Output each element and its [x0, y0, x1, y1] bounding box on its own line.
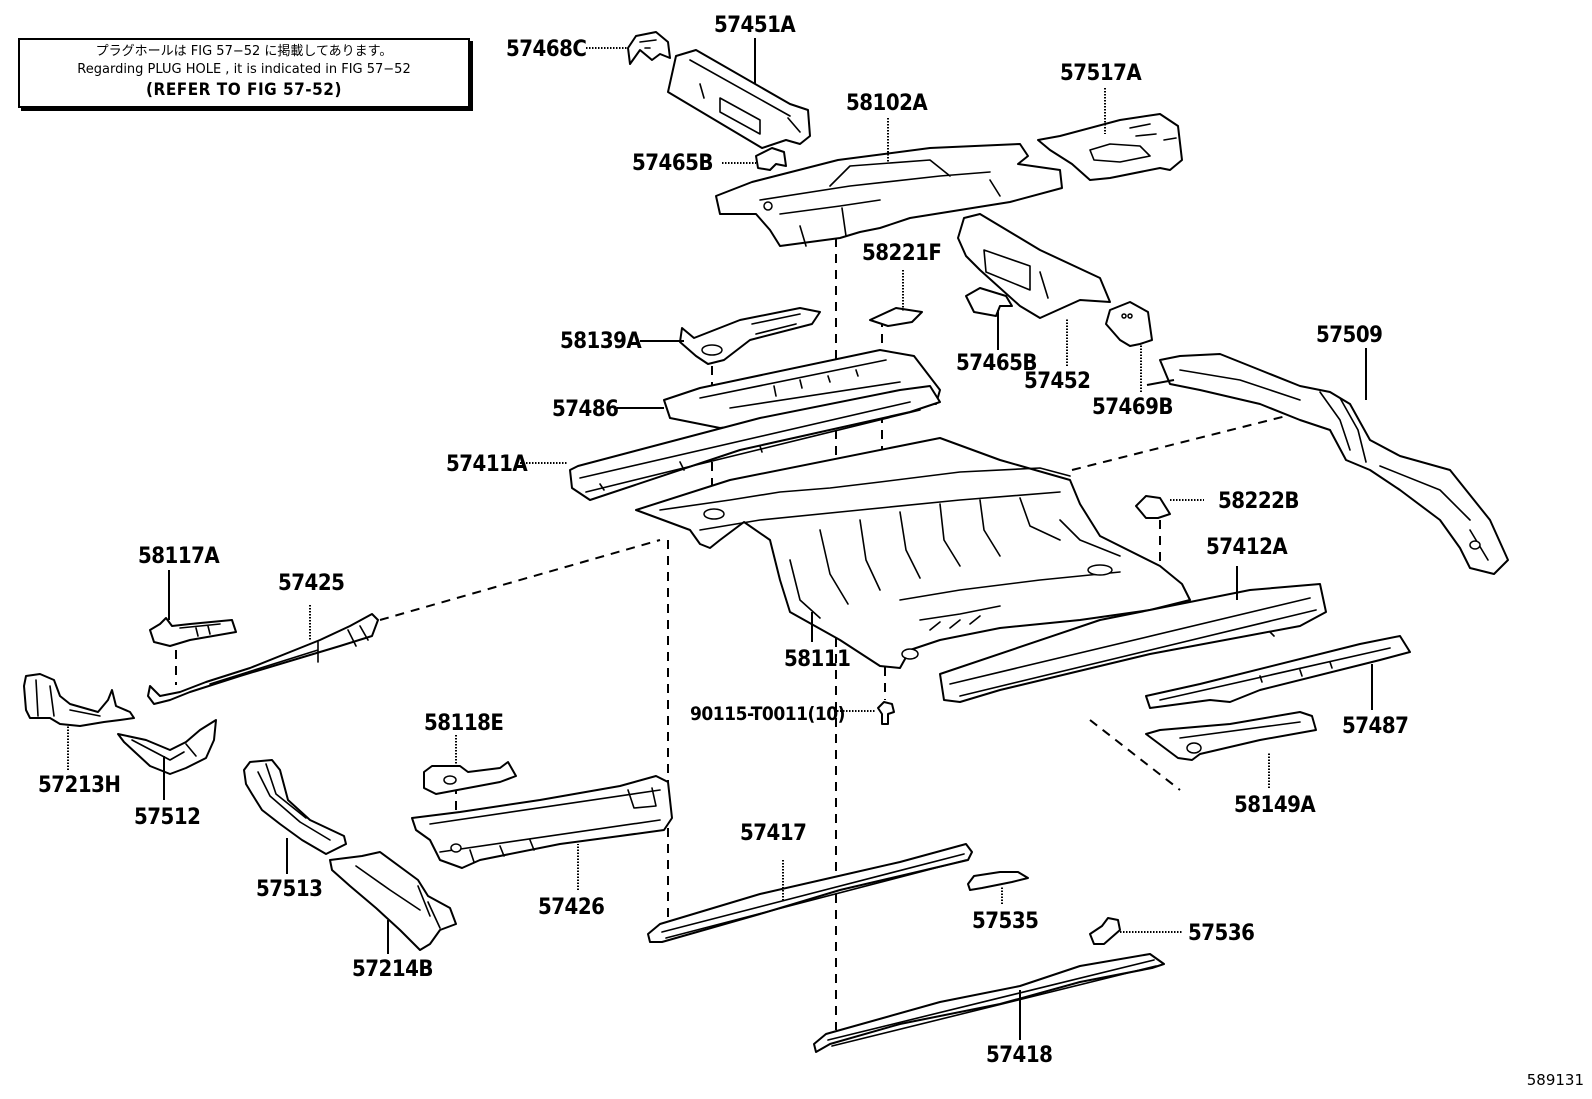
label-57452[interactable]: 57452 — [1024, 369, 1091, 394]
part-57513[interactable] — [243, 759, 347, 855]
part-57469B[interactable] — [1105, 301, 1153, 347]
part-57214B[interactable] — [329, 851, 457, 951]
label-57213H[interactable]: 57213H — [38, 773, 121, 798]
label-57509[interactable]: 57509 — [1316, 323, 1383, 348]
note-japanese: プラグホールは FIG 57−52 に掲載してあります。 — [95, 44, 393, 59]
part-57452[interactable] — [957, 213, 1111, 319]
part-58139A[interactable] — [679, 307, 821, 365]
label-57468C[interactable]: 57468C — [506, 37, 587, 62]
part-57426[interactable] — [411, 775, 673, 869]
part-58149A[interactable] — [1145, 711, 1317, 761]
label-57487[interactable]: 57487 — [1342, 714, 1409, 739]
part-57417[interactable] — [647, 843, 973, 943]
part-58102A[interactable] — [715, 143, 1063, 247]
part-57425[interactable] — [147, 613, 379, 705]
label-57465B-mid[interactable]: 57465B — [956, 351, 1037, 376]
part-57411A[interactable] — [569, 385, 941, 501]
label-57451A[interactable]: 57451A — [714, 13, 797, 38]
part-57465B-top[interactable] — [755, 147, 787, 171]
part-57512[interactable] — [117, 719, 217, 775]
part-57465B-mid[interactable] — [965, 287, 1013, 317]
figure-id: 589131 — [1526, 1071, 1584, 1089]
label-58118E[interactable]: 58118E — [424, 711, 504, 736]
part-58118E[interactable] — [423, 761, 517, 795]
label-58221F[interactable]: 58221F — [862, 241, 942, 266]
label-57214B[interactable]: 57214B — [352, 957, 433, 982]
label-57411A[interactable]: 57411A — [446, 452, 529, 477]
note-english: Regarding PLUG HOLE , it is indicated in… — [77, 62, 411, 77]
note-reference[interactable]: (REFER TO FIG 57-52) — [146, 80, 342, 100]
leader-lines — [67, 38, 1373, 1040]
part-57535[interactable] — [967, 871, 1029, 891]
part-57451A[interactable] — [667, 49, 811, 149]
part-58117A[interactable] — [149, 617, 237, 647]
plug-hole-note: プラグホールは FIG 57−52 に掲載してあります。 Regarding P… — [18, 38, 470, 108]
label-57512[interactable]: 57512 — [134, 805, 201, 830]
label-57513[interactable]: 57513 — [256, 877, 323, 902]
part-57487[interactable] — [1145, 635, 1411, 709]
label-90115-T0011[interactable]: 90115-T0011(10) — [690, 703, 845, 725]
part-57412A[interactable] — [939, 583, 1327, 703]
part-57509[interactable] — [1159, 353, 1509, 575]
part-90115-bolt[interactable] — [877, 701, 895, 725]
label-58222B[interactable]: 58222B — [1218, 489, 1299, 514]
label-57412A[interactable]: 57412A — [1206, 535, 1289, 560]
part-58111[interactable] — [635, 437, 1191, 669]
label-57535[interactable]: 57535 — [972, 909, 1039, 934]
part-57536[interactable] — [1089, 917, 1121, 945]
part-58221F[interactable] — [869, 307, 923, 327]
label-57417[interactable]: 57417 — [740, 821, 807, 846]
part-57468C[interactable] — [627, 31, 671, 65]
label-57517A[interactable]: 57517A — [1060, 61, 1143, 86]
part-57213H[interactable] — [23, 673, 135, 727]
label-58111[interactable]: 58111 — [784, 647, 851, 672]
label-58139A[interactable]: 58139A — [560, 329, 643, 354]
label-57469B[interactable]: 57469B — [1092, 395, 1173, 420]
label-57418[interactable]: 57418 — [986, 1043, 1053, 1068]
label-58149A[interactable]: 58149A — [1234, 793, 1317, 818]
label-57465B-top[interactable]: 57465B — [632, 151, 713, 176]
label-57536[interactable]: 57536 — [1188, 921, 1255, 946]
label-57425[interactable]: 57425 — [278, 571, 345, 596]
label-57426[interactable]: 57426 — [538, 895, 605, 920]
label-58117A[interactable]: 58117A — [138, 544, 221, 569]
part-57517A[interactable] — [1037, 113, 1183, 181]
label-57486[interactable]: 57486 — [552, 397, 619, 422]
label-58102A[interactable]: 58102A — [846, 91, 929, 116]
part-58222B[interactable] — [1135, 495, 1171, 519]
part-57418[interactable] — [813, 953, 1165, 1053]
part-labels: 57468C 57451A 57465B 58102A 57517A 58221… — [38, 13, 1409, 1068]
